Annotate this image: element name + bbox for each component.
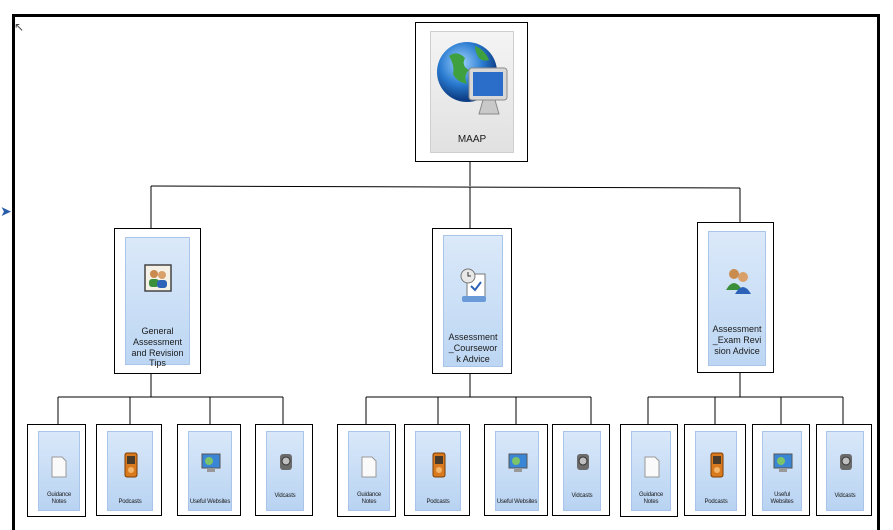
people-frame-icon xyxy=(144,264,172,292)
branch-label: Assessment_Coursework Advice xyxy=(448,332,498,364)
branch-node-coursework[interactable]: Assessment_Coursework Advice xyxy=(432,228,512,374)
leaf-vidcasts[interactable]: Vidcasts xyxy=(552,424,610,516)
leaf-podcasts[interactable]: Podcasts xyxy=(96,424,162,516)
root-node[interactable]: MAAP xyxy=(415,22,528,162)
branch-node-exam[interactable]: Assessment_Exam Revision Advice xyxy=(697,222,774,373)
branch-tile: Assessment_Exam Revision Advice xyxy=(708,231,766,366)
leaf-label: Vidcasts xyxy=(571,492,593,499)
monitor-globe-icon xyxy=(508,453,528,472)
two-people-icon xyxy=(726,269,751,294)
leaf-label: Podcasts xyxy=(426,498,450,505)
leaf-guidance-notes[interactable]: Guidance Notes xyxy=(620,424,678,517)
leaf-label: Guidance Notes xyxy=(46,491,72,505)
leaf-tile: Useful Websites xyxy=(495,431,539,511)
media-player-icon xyxy=(124,452,138,478)
leaf-useful-websites[interactable]: Useful Websites xyxy=(752,424,810,516)
leaf-podcasts[interactable]: Podcasts xyxy=(404,424,470,516)
branch-label: General Assessment and Revision Tips xyxy=(131,326,184,369)
clock-clipboard-icon xyxy=(460,268,486,302)
leaf-tile: Useful Websites xyxy=(188,431,232,511)
leaf-tile: Vidcasts xyxy=(266,431,304,511)
branch-tile: Assessment_Coursework Advice xyxy=(443,235,503,367)
branch-node-general[interactable]: General Assessment and Revision Tips xyxy=(114,228,201,374)
media-player-icon xyxy=(710,452,724,478)
globe-monitor-icon xyxy=(437,42,508,115)
document-icon xyxy=(51,456,67,478)
leaf-useful-websites[interactable]: Useful Websites xyxy=(177,424,241,516)
leaf-label: Useful Websites xyxy=(496,498,538,505)
mouse-cursor-icon: ↖ xyxy=(14,20,25,34)
leaf-vidcasts[interactable]: Vidcasts xyxy=(255,424,313,516)
branch-label: Assessment_Exam Revision Advice xyxy=(712,324,762,356)
leaf-vidcasts[interactable]: Vidcasts xyxy=(816,424,872,516)
leaf-guidance-notes[interactable]: Guidance Notes xyxy=(337,424,396,517)
leaf-tile: Podcasts xyxy=(107,431,153,511)
leaf-useful-websites[interactable]: Useful Websites xyxy=(484,424,548,516)
monitor-globe-icon xyxy=(773,453,793,472)
root-tile: MAAP xyxy=(430,31,514,153)
monitor-globe-icon xyxy=(201,453,221,472)
leaf-label: Podcasts xyxy=(704,498,728,505)
leaf-tile: Guidance Notes xyxy=(38,431,80,511)
leaf-label: Vidcasts xyxy=(834,492,856,499)
leaf-label: Guidance Notes xyxy=(356,491,382,505)
leaf-tile: Vidcasts xyxy=(826,431,864,511)
leaf-tile: Vidcasts xyxy=(563,431,601,511)
leaf-label: Podcasts xyxy=(118,498,142,505)
video-camera-icon xyxy=(577,454,589,470)
leaf-guidance-notes[interactable]: Guidance Notes xyxy=(27,424,86,517)
leaf-tile: Guidance Notes xyxy=(348,431,390,511)
leaf-label: Vidcasts xyxy=(274,492,296,499)
leaf-label: Guidance Notes xyxy=(638,491,664,505)
leaf-tile: Podcasts xyxy=(415,431,461,511)
root-label: MAAP xyxy=(457,134,487,145)
leaf-tile: Guidance Notes xyxy=(631,431,671,511)
expand-arrow-icon[interactable]: ➤ xyxy=(0,203,12,219)
branch-tile: General Assessment and Revision Tips xyxy=(125,237,190,368)
document-icon xyxy=(361,456,377,478)
leaf-tile: Useful Websites xyxy=(762,431,802,511)
document-icon xyxy=(644,456,660,478)
leaf-label: Useful Websites xyxy=(770,491,794,505)
media-player-icon xyxy=(432,452,446,478)
video-camera-icon xyxy=(280,454,292,470)
leaf-podcasts[interactable]: Podcasts xyxy=(684,424,746,516)
leaf-label: Useful Websites xyxy=(189,498,231,505)
video-camera-icon xyxy=(840,454,852,470)
leaf-tile: Podcasts xyxy=(695,431,737,511)
